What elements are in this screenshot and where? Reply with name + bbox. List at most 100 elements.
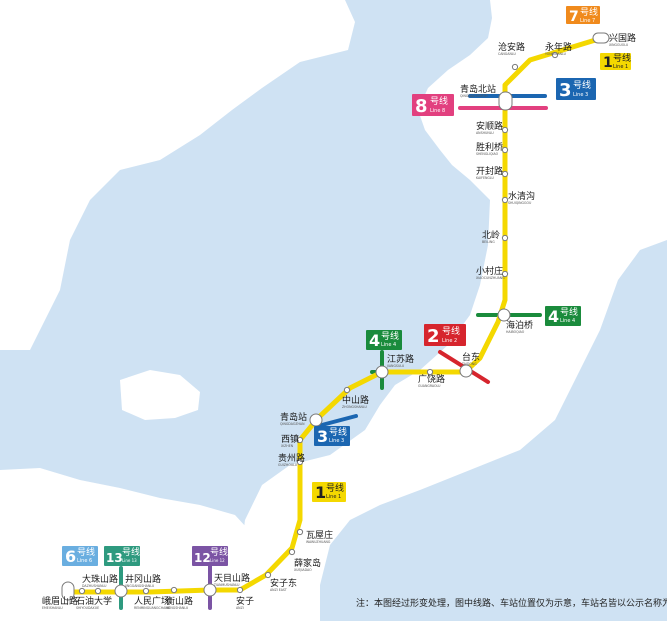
station-name: 小村庄 <box>476 265 503 277</box>
station-sub: SHIYOUDAXUE <box>76 606 99 610</box>
station-name: 石油大学 <box>76 595 112 607</box>
station-name: 青岛北站 <box>460 83 496 95</box>
station-sub: BEILING <box>482 240 495 244</box>
station-dot-dazhushanlu <box>94 587 102 595</box>
station-dot-anshunlu <box>501 126 509 134</box>
interchange-qingdaozhan <box>309 413 323 427</box>
station-name: 台东 <box>462 351 480 363</box>
station-dot-shengliqiao <box>501 146 509 154</box>
badge-cn: 号线 <box>580 6 598 18</box>
station-name: 人民广场 <box>134 595 170 607</box>
station-sub: QINGDAOZHAN <box>280 422 305 426</box>
badge-number: 4 <box>369 331 380 350</box>
station-sub: GUIZHOULU <box>278 463 298 467</box>
badge-en: Line 1 <box>613 64 628 70</box>
station-dot-canganlu <box>511 63 519 71</box>
badge-number: 8 <box>415 96 428 117</box>
station-sub: YONGNIANLU <box>545 52 567 56</box>
badge-line4-jiangsulu: 4 号线 Line 4 <box>366 330 402 350</box>
station-name: 沧安路 <box>498 41 525 53</box>
badge-number: 13 <box>106 551 123 565</box>
badge-cn: 号线 <box>122 546 140 558</box>
station-name: 中山路 <box>342 394 369 406</box>
station-dot-guangraolu <box>426 368 434 376</box>
badge-cn: 号线 <box>442 325 460 337</box>
station-name: 峨眉山路 <box>42 595 78 607</box>
badge-cn: 号线 <box>430 95 448 107</box>
station-sub: EMEISHANLU <box>42 606 63 610</box>
badge-line8: 8 号线 Line 8 <box>412 94 454 117</box>
badge-number: 7 <box>569 9 579 25</box>
station-sub: QINGDAO NORTH <box>460 94 488 98</box>
station-name: 北岭 <box>482 229 500 241</box>
badge-line13: 13 号线 Line 13 <box>104 546 140 566</box>
station-dot-xuejiadao <box>288 548 296 556</box>
badge-en: Line 2 <box>442 338 457 344</box>
station-dot-wawuzhuang <box>296 528 304 536</box>
station-sub: CANGANLU <box>498 52 516 56</box>
interchange-tianmushanlu <box>203 583 217 597</box>
line1-route <box>65 35 605 595</box>
badge-line3-north: 3 号线 Line 3 <box>556 78 596 101</box>
interchange-jinggangshanlu <box>114 584 128 598</box>
station-sub: GUANGRAOLU <box>418 384 441 388</box>
badge-line6: 6 号线 Line 6 <box>62 546 98 566</box>
station-sub: SHENGLIQIAO <box>476 152 499 156</box>
badge-en: Line 6 <box>77 558 92 564</box>
station-name: 西镇 <box>281 433 299 445</box>
station-sub: SHUIQINGGOU <box>508 201 532 205</box>
interchange-emeishanlu <box>61 581 75 601</box>
station-dot-anzi <box>236 586 244 594</box>
station-sub: TIANMUSHANLU <box>213 583 240 587</box>
badge-en: Line 13 <box>122 558 137 563</box>
station-name: 青岛站 <box>280 411 307 423</box>
station-dot-kaifenglu <box>501 170 509 178</box>
station-sub: KAIFENGLU <box>476 176 494 180</box>
badge-line1-south: 1 号线 Line 1 <box>312 482 346 502</box>
station-sub: ANZI <box>236 606 244 610</box>
station-name: 安顺路 <box>476 120 503 132</box>
station-sub: HAIBOQIAO <box>506 330 525 334</box>
island-central <box>120 370 200 420</box>
badge-en: Line 4 <box>381 342 396 348</box>
station-name: 衡山路 <box>166 595 193 607</box>
badge-cn: 号线 <box>210 546 228 558</box>
station-name: 胜利桥 <box>476 141 503 153</box>
badge-line3-qingdaozhan: 3 号线 Line 3 <box>314 426 350 446</box>
station-name: 江苏路 <box>387 353 414 365</box>
badge-line4-haiboqiao: 4 号线 Line 4 <box>545 306 581 326</box>
badge-en: Line 4 <box>560 318 575 324</box>
station-dot-renminguangchang <box>142 587 150 595</box>
station-sub: ZHONGSHANLU <box>342 405 368 409</box>
badge-line12: 12 号线 Line 12 <box>192 546 228 566</box>
station-dot-yongnianlu <box>551 51 559 59</box>
badge-cn: 号线 <box>381 330 399 342</box>
badge-line2: 2 号线 Line 2 <box>424 324 466 347</box>
station-sub: ANSHUNLU <box>476 131 494 135</box>
station-name: 安子东 <box>270 577 297 589</box>
interchange-taidong <box>459 364 473 378</box>
station-dot-zhongshanlu <box>343 386 351 394</box>
badge-number: 1 <box>315 483 326 502</box>
station-sub: TAIDONG <box>461 362 477 366</box>
badge-line7: 7 号线 Line 7 <box>566 6 600 25</box>
station-name: 瓦屋庄 <box>306 529 333 541</box>
badge-en: Line 3 <box>329 438 344 444</box>
line-badges: 7 号线 Line 7 1 号线 Line 1 3 号线 Line 3 8 号线… <box>62 6 631 566</box>
station-dot-shiyoudaxue <box>78 587 86 595</box>
land-west <box>0 0 355 350</box>
badge-en: Line 1 <box>326 494 341 500</box>
badge-cn: 号线 <box>613 52 631 64</box>
station-markers <box>61 32 610 601</box>
station-sub: HENGSHANLU <box>166 606 189 610</box>
badge-en: Line 7 <box>580 18 595 24</box>
station-name: 永年路 <box>545 41 572 53</box>
station-sub: XUEJIADAO <box>294 568 312 572</box>
station-name: 开封路 <box>476 165 503 177</box>
badge-number: 4 <box>548 307 559 326</box>
station-sub: WAWUZHUANG <box>306 540 331 544</box>
station-name: 兴国路 <box>609 32 636 44</box>
watermark: Bai百科 <box>34 566 83 582</box>
station-dot-xizhen <box>296 436 304 444</box>
badge-cn: 号线 <box>560 306 578 318</box>
